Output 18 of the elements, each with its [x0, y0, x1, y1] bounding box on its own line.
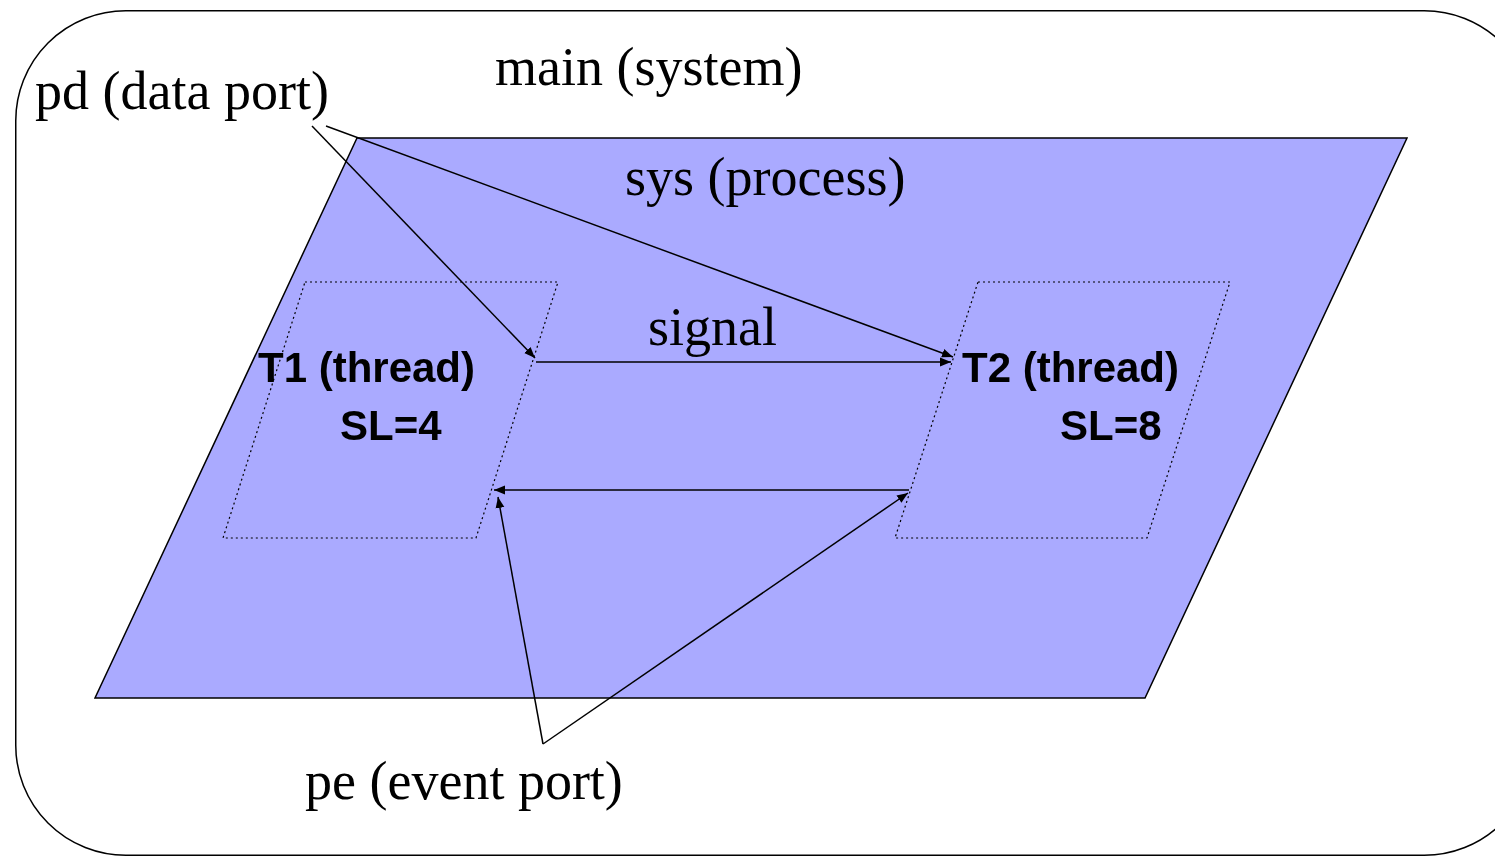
leader-line — [495, 496, 544, 745]
leader-line — [311, 125, 536, 359]
thread-property: SL=8 — [1060, 403, 1162, 450]
thread-parallelogram — [895, 282, 1230, 538]
port-label: pe (event port) — [305, 752, 623, 812]
process-parallelogram — [95, 138, 1407, 698]
thread-name: T2 (thread) — [962, 345, 1179, 392]
process-title: sys (process) — [625, 148, 906, 208]
port-label: pd (data port) — [35, 62, 329, 122]
arrow — [535, 357, 952, 367]
leader-line — [325, 125, 954, 358]
arrow — [493, 485, 910, 495]
frame-title: main (system) — [495, 38, 803, 98]
thread-name: T1 (thread) — [258, 345, 475, 392]
system-frame — [15, 10, 1495, 856]
leader-line — [542, 492, 909, 745]
thread-property: SL=4 — [340, 403, 442, 450]
thread-parallelogram — [223, 282, 558, 538]
